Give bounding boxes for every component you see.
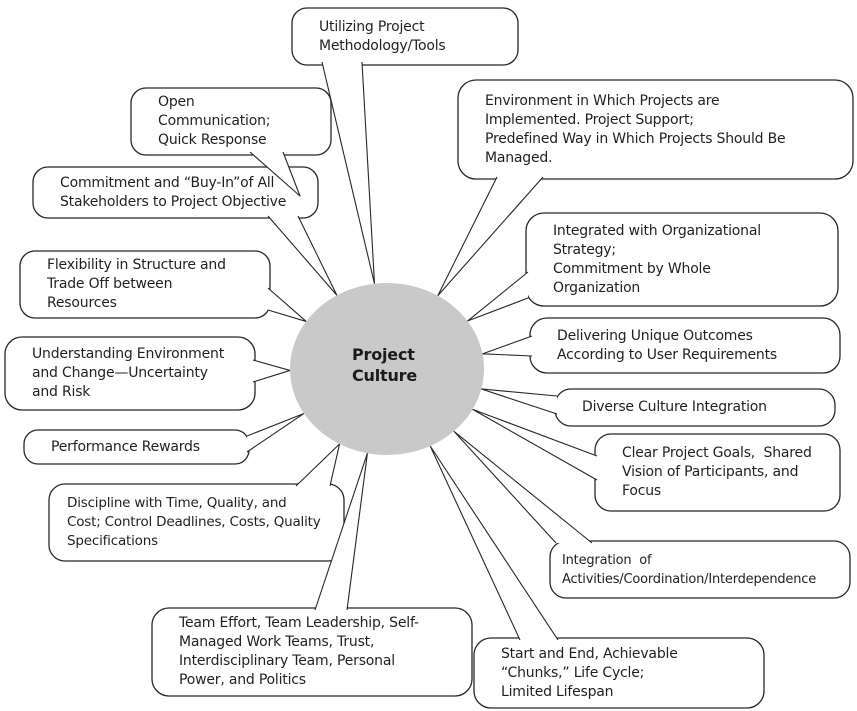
callout-shape-performance-rewards — [23, 429, 250, 465]
callout-shape-discipline-time-quality-cost — [48, 483, 345, 562]
callout-shape-clear-project-goals — [594, 433, 841, 512]
callout-tail-open-communication — [249, 151, 301, 197]
callout-shape-diverse-culture-integration — [554, 388, 836, 427]
callout-tail-delivering-unique-outcomes — [481, 335, 533, 357]
callout-tail-integration-of-activities — [453, 430, 593, 544]
callout-tail-flexibility-structure — [267, 287, 307, 323]
callout-shape-integration-of-activities — [549, 540, 851, 599]
callout-tail-performance-rewards — [246, 412, 305, 453]
callout-tail-discipline-time-quality-cost — [295, 443, 341, 487]
callout-tail-understanding-environment-change — [252, 359, 291, 383]
callout-shape-commitment-buy-in — [32, 166, 319, 219]
center-node-label: Project Culture — [352, 345, 417, 385]
callout-shape-integrated-organizational-strategy — [525, 212, 839, 307]
callout-shape-understanding-environment-change — [4, 336, 256, 411]
callout-tail-integrated-organizational-strategy — [466, 271, 529, 322]
callout-shape-start-end-achievable-chunks — [473, 637, 765, 709]
callout-tail-diverse-culture-integration — [480, 388, 558, 415]
callout-shape-flexibility-structure — [19, 250, 271, 319]
center-ellipse — [290, 283, 484, 455]
callout-tail-utilizing-project-methodology — [321, 61, 376, 285]
callout-shape-open-communication — [130, 87, 332, 156]
callout-shape-utilizing-project-methodology — [291, 7, 519, 66]
callout-shape-environment-project-support — [457, 79, 854, 180]
callout-shape-team-effort-leadership — [151, 607, 473, 697]
callout-tail-environment-project-support — [437, 176, 544, 297]
callout-shape-delivering-unique-outcomes — [529, 317, 841, 374]
callout-tail-commitment-buy-in — [267, 215, 338, 296]
